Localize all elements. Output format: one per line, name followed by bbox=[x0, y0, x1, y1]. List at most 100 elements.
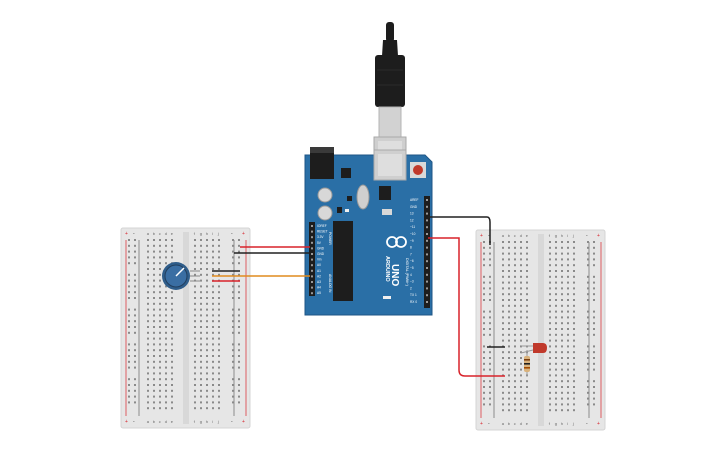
rail-label: + bbox=[242, 231, 245, 237]
resistor-icon[interactable] bbox=[524, 350, 530, 376]
header-pin-label: 2 bbox=[410, 286, 412, 290]
header-pin-label: AREF bbox=[410, 198, 419, 202]
wire-gnd-right[interactable] bbox=[428, 216, 491, 245]
column-letter: h bbox=[561, 233, 563, 238]
column-letter: d bbox=[165, 419, 167, 424]
rail-label: + bbox=[480, 421, 483, 427]
header-pin-label: RX 0 bbox=[410, 300, 417, 304]
column-letter: b bbox=[153, 419, 156, 424]
column-letter: a bbox=[502, 421, 505, 426]
column-letter: e bbox=[171, 419, 174, 424]
rail-label: - bbox=[231, 419, 233, 425]
arduino-logo-icon bbox=[386, 236, 407, 248]
column-letter: b bbox=[508, 421, 511, 426]
column-letter: d bbox=[520, 233, 522, 238]
header-pin-label: 8 bbox=[410, 246, 412, 250]
column-letter: i bbox=[567, 233, 568, 238]
column-letter: h bbox=[206, 419, 208, 424]
header-pin-label: 13 bbox=[410, 212, 414, 216]
power-section-label: POWER bbox=[328, 232, 332, 245]
rail-label: - bbox=[488, 233, 490, 239]
column-letter: a bbox=[502, 233, 505, 238]
header-pin-label: TX 1 bbox=[410, 293, 417, 297]
column-letter: f bbox=[549, 421, 551, 426]
header-pin-label: ~6 bbox=[410, 259, 414, 263]
header-pin-label: 3.3V bbox=[317, 235, 324, 239]
header-pin-label: A5 bbox=[317, 291, 321, 295]
column-letter: i bbox=[567, 421, 568, 426]
arduino-brand-label: ARDUINO bbox=[384, 256, 390, 282]
rail-label: + bbox=[597, 421, 600, 427]
potentiometer-icon[interactable] bbox=[162, 262, 200, 290]
column-letter: a bbox=[147, 419, 150, 424]
header-pin-label: ~9 bbox=[410, 239, 414, 243]
column-letter: j bbox=[217, 419, 219, 424]
header-pin-label: GND bbox=[317, 246, 325, 250]
column-letter: b bbox=[153, 231, 156, 236]
column-letter: f bbox=[549, 233, 551, 238]
rail-label: - bbox=[586, 233, 588, 239]
rail-label: - bbox=[586, 421, 588, 427]
column-letter: j bbox=[572, 233, 574, 238]
column-letter: g bbox=[200, 231, 202, 236]
column-letter: d bbox=[165, 231, 167, 236]
column-letter: i bbox=[212, 419, 213, 424]
analog-section-label: ANALOG IN bbox=[328, 274, 332, 293]
header-pin-label: IOREF bbox=[317, 224, 327, 228]
column-letter: i bbox=[212, 231, 213, 236]
rail-label: - bbox=[231, 231, 233, 237]
column-letter: c bbox=[514, 233, 516, 238]
header-pin-label: A2 bbox=[317, 274, 321, 278]
header-pin-label: 4 bbox=[410, 273, 412, 277]
rail-label: - bbox=[133, 419, 135, 425]
header-pin-label: 5V bbox=[317, 241, 322, 245]
digital-header[interactable] bbox=[424, 196, 430, 308]
rail-label: + bbox=[242, 419, 245, 425]
column-letter: d bbox=[520, 421, 522, 426]
wire-led-signal[interactable] bbox=[428, 237, 505, 377]
rail-label: + bbox=[125, 231, 128, 237]
column-letter: j bbox=[572, 421, 574, 426]
wires[interactable] bbox=[212, 216, 505, 377]
column-letter: h bbox=[561, 421, 563, 426]
digital-section-label: DIGITAL (PWM~) bbox=[405, 258, 409, 286]
column-letter: j bbox=[217, 231, 219, 236]
header-pin-label: ~11 bbox=[410, 225, 415, 229]
column-letter: g bbox=[555, 233, 557, 238]
column-letter: c bbox=[159, 231, 161, 236]
column-letter: e bbox=[526, 421, 529, 426]
header-pin-label: A3 bbox=[317, 280, 321, 284]
header-pin-label: 7 bbox=[410, 252, 412, 256]
rail-label: - bbox=[488, 421, 490, 427]
column-letter: f bbox=[194, 231, 196, 236]
header-pin-label: GND bbox=[317, 252, 325, 256]
column-letter: e bbox=[171, 231, 174, 236]
header-pin-label: RESET bbox=[317, 230, 328, 234]
reset-button[interactable] bbox=[413, 165, 423, 175]
header-pin-label: ~10 bbox=[410, 232, 416, 236]
column-letter: h bbox=[206, 231, 208, 236]
header-pin-label: A4 bbox=[317, 286, 321, 290]
header-pin-label: ~3 bbox=[410, 280, 414, 284]
arduino-model-label: UNO bbox=[389, 264, 400, 286]
rail-label: + bbox=[597, 233, 600, 239]
column-letter: f bbox=[194, 419, 196, 424]
header-pin-label: Vin bbox=[317, 258, 322, 262]
header-pin-label: A0 bbox=[317, 263, 321, 267]
column-letter: c bbox=[514, 421, 516, 426]
rail-label: + bbox=[480, 233, 483, 239]
column-letter: g bbox=[200, 419, 202, 424]
header-pin-label: GND bbox=[410, 205, 418, 209]
column-letter: b bbox=[508, 233, 511, 238]
column-letter: a bbox=[147, 231, 150, 236]
header-pin-label: 12 bbox=[410, 218, 414, 222]
rail-label: - bbox=[133, 231, 135, 237]
column-letter: e bbox=[526, 233, 529, 238]
column-letter: g bbox=[555, 421, 557, 426]
rail-label: + bbox=[125, 419, 128, 425]
header-pin-label: ~5 bbox=[410, 266, 414, 270]
